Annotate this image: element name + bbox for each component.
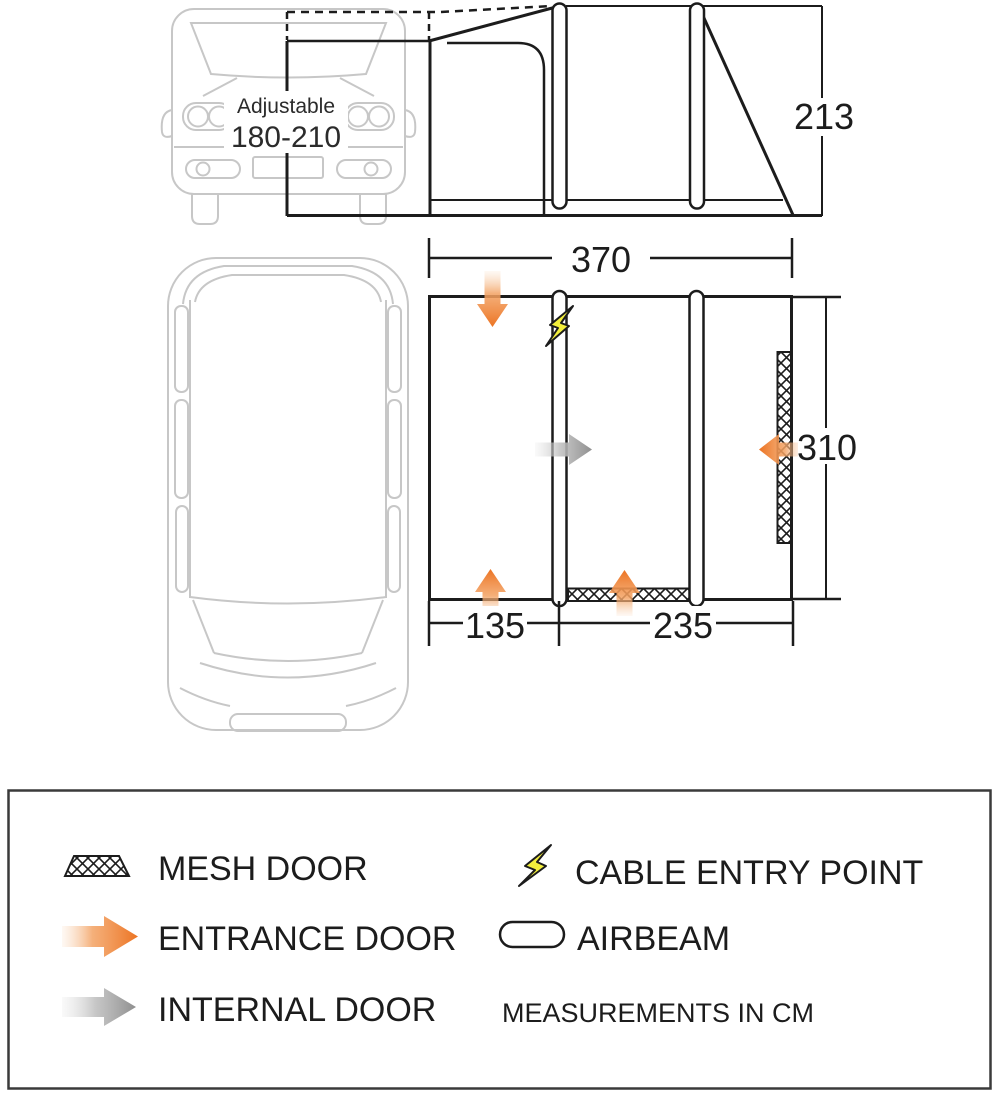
legend-label-airbeam: AIRBEAM (577, 920, 730, 958)
cowl-line (189, 596, 387, 605)
wiper-right (339, 77, 375, 97)
airbeam-icon (498, 920, 566, 949)
entrance-door-arrow-bottom-left (475, 569, 506, 614)
legend-label-mesh-door: MESH DOOR (158, 850, 368, 888)
floor-plan-outline (428, 295, 793, 601)
airbeam-rear-side (688, 2, 706, 210)
adjustable-text-bg (224, 91, 348, 153)
adjustable-range-label: 180-210 (231, 121, 341, 154)
adjustable-label: Adjustable (237, 95, 335, 118)
vent-right (345, 687, 397, 707)
awning-floor-plan (428, 271, 802, 616)
measurements-note: MEASUREMENTS IN CM (502, 998, 814, 1028)
hood-line (199, 662, 377, 679)
dimension-section-235: 235 (653, 605, 713, 646)
entrance-door-icon (62, 916, 138, 957)
mirror-right (404, 109, 417, 138)
dim-text-bg (552, 240, 650, 276)
airbeam-front-side (551, 2, 568, 210)
entrance-door-arrow-right (759, 434, 802, 465)
dim-text-bg (650, 606, 716, 641)
cable-entry-point-icon (545, 305, 574, 347)
tunnel-slope (428, 5, 557, 43)
wheel-left (191, 193, 219, 225)
dimension-depth-310: 310 (797, 427, 857, 468)
internal-door-arrow (535, 434, 592, 465)
windshield-bottom (213, 652, 363, 662)
mirror-left (160, 109, 173, 138)
internal-door-icon (62, 988, 136, 1026)
headlight-right (344, 102, 395, 131)
dimension-width-370: 370 (571, 239, 631, 280)
cable-entry-point-legend-icon (518, 844, 552, 887)
awning-side-view (285, 2, 823, 217)
tunnel-roof-dashed (287, 4, 553, 14)
rear-slope (697, 6, 795, 216)
airbeam-rear-plan (688, 289, 705, 608)
wheel-right (359, 193, 387, 225)
side-door-outline (447, 41, 546, 214)
front-grille (229, 713, 347, 732)
legend-label-internal-door: INTERNAL DOOR (158, 991, 436, 1029)
dim-text-bg (794, 98, 852, 136)
rear-roof-arc-outer (182, 265, 394, 305)
legend-label-entrance-door: ENTRANCE DOOR (158, 920, 456, 958)
dim-text-bg (463, 606, 527, 641)
rear-roof-arc-inner (194, 274, 382, 303)
dim-text-bg (798, 428, 856, 464)
legend-label-cable-entry-point: CABLE ENTRY POINT (575, 854, 923, 892)
dimension-section-135: 135 (465, 605, 525, 646)
wiper-left (202, 77, 238, 97)
mesh-door-icon (63, 855, 131, 877)
entrance-door-arrow-top (477, 271, 508, 327)
entrance-door-arrow-bottom-center (609, 570, 640, 616)
a-pillar-right (361, 599, 384, 654)
legend: MESH DOOR ENTRANCE DOOR INTERNAL DOOR CA… (7, 789, 992, 1090)
legend-box (7, 789, 992, 1090)
vent-left (179, 687, 231, 707)
van-top-view (167, 257, 409, 732)
dimension-height-213: 213 (794, 96, 854, 137)
windshield (189, 22, 388, 79)
a-pillar-left (192, 599, 215, 654)
